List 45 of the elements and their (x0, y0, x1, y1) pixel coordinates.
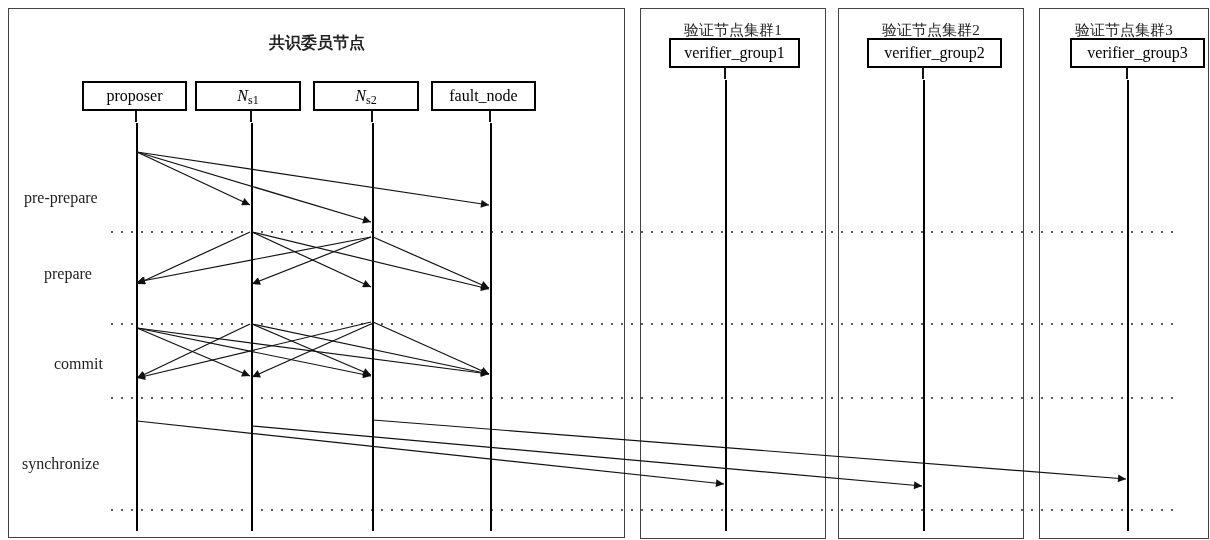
message-arrow (136, 151, 490, 208)
panel-title: 验证节点集群2 (881, 21, 981, 40)
message-arrow (136, 236, 372, 285)
lifeline (490, 123, 492, 531)
group-panel (8, 8, 625, 538)
message-arrow (136, 151, 251, 206)
message-arrow (251, 425, 923, 490)
group-panel (1039, 8, 1209, 539)
message-arrow (136, 231, 251, 285)
lifeline-connector (250, 109, 252, 123)
message-arrow (251, 231, 490, 291)
panel-title: 验证节点集群1 (683, 21, 783, 40)
message-arrow (136, 327, 490, 377)
lifeline (923, 80, 925, 531)
panel-title: 验证节点集群3 (1074, 21, 1174, 40)
participant-box: verifier_group1 (669, 38, 800, 68)
phase-label: synchronize (22, 454, 100, 475)
message-arrow (372, 419, 1127, 483)
lifeline-connector (1126, 66, 1128, 80)
participant-box: N$_{s2}$ (313, 81, 419, 111)
participant-box: proposer (82, 81, 187, 111)
lifeline-connector (489, 109, 491, 123)
lifeline (1127, 80, 1129, 531)
phase-label: prepare (44, 264, 92, 285)
message-arrow (251, 323, 490, 377)
message-arrow (136, 420, 725, 488)
message-arrow (372, 236, 490, 289)
panel-title: 共识委员节点 (267, 33, 366, 53)
lifeline-connector (724, 66, 726, 80)
lifeline-connector (135, 109, 137, 123)
lifeline (136, 123, 138, 531)
participant-box: verifier_group3 (1070, 38, 1205, 68)
group-panel (640, 8, 826, 539)
lifeline (251, 123, 253, 531)
participant-box: N$_{s1}$ (195, 81, 301, 111)
participant-box: fault_node (431, 81, 536, 111)
lifeline-connector (922, 66, 924, 80)
phase-label: commit (54, 354, 103, 374)
lifeline (372, 123, 374, 531)
participant-box: verifier_group2 (867, 38, 1002, 68)
phase-label: pre-prepare (24, 188, 98, 209)
lifeline (725, 80, 727, 531)
lifeline-connector (371, 109, 373, 123)
message-arrow (372, 321, 490, 375)
group-panel (838, 8, 1024, 539)
